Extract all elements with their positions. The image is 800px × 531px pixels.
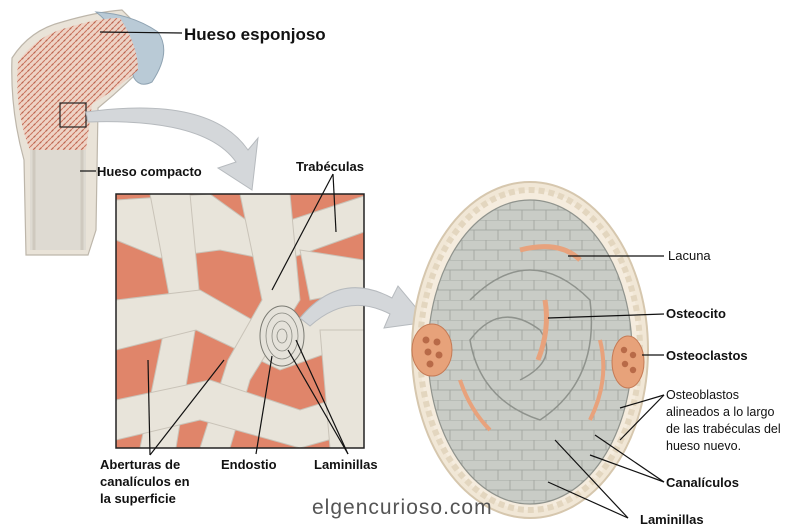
label-trabeculas: Trabéculas (296, 159, 364, 174)
zoom-arrow-1 (85, 107, 259, 191)
label-osteoclastos: Osteoclastos (666, 348, 748, 363)
label-laminillas-right: Laminillas (640, 512, 704, 527)
zoom-square (59, 102, 87, 128)
label-laminillas-middle: Laminillas (314, 457, 378, 472)
cross-section-small (259, 305, 305, 367)
label-osteoblastos-1: Osteoblastos (666, 388, 739, 402)
trabecula-cross-section (411, 181, 649, 519)
label-endostio: Endostio (221, 457, 277, 472)
label-lacuna: Lacuna (668, 248, 711, 263)
trabeculae-detail (115, 193, 365, 449)
spongy-bone-region (17, 18, 139, 150)
watermark: elgencurioso.com (312, 496, 493, 519)
label-aberturas-2: canalículos en (100, 474, 190, 489)
label-osteocito: Osteocito (666, 306, 726, 321)
label-aberturas-1: Aberturas de (100, 457, 180, 472)
label-hueso-esponjoso: Hueso esponjoso (184, 25, 326, 44)
femur-illustration (11, 9, 165, 256)
label-osteoblastos-3: de las trabéculas del (666, 422, 781, 436)
label-osteoblastos-2: alineados a lo largo (666, 405, 774, 419)
compact-bone-shaft (30, 150, 86, 250)
label-canaliculos: Canalículos (666, 475, 739, 490)
osteoclast-right (611, 335, 645, 389)
label-hueso-compacto: Hueso compacto (97, 164, 202, 179)
leader-lines (80, 31, 665, 519)
label-osteoblastos-4: hueso nuevo. (666, 439, 741, 453)
osteoclast-left (411, 323, 453, 377)
label-aberturas-3: la superficie (100, 491, 176, 506)
